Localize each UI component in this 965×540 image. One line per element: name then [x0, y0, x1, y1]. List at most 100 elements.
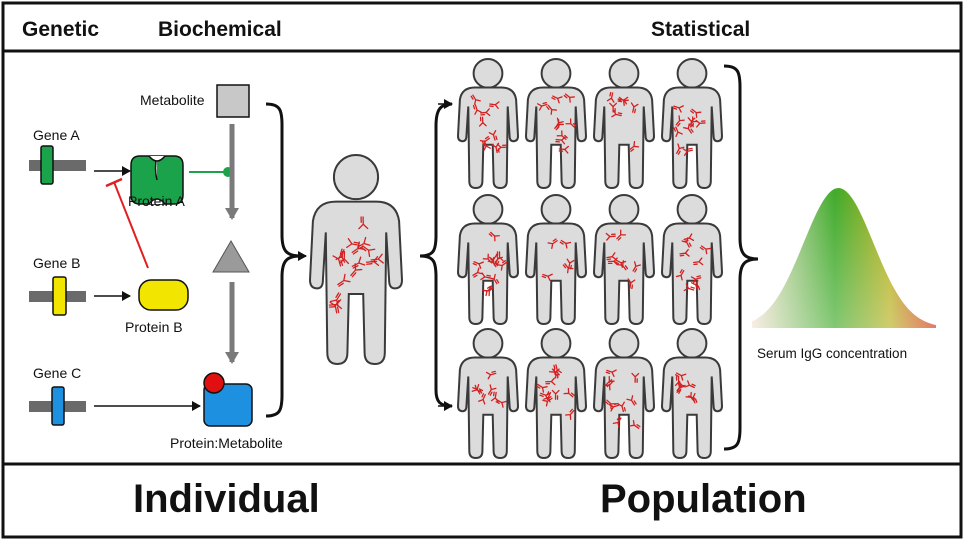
ligand-circle — [203, 372, 225, 394]
gene-a — [29, 145, 86, 185]
protein-metabolite-label: Protein:Metabolite — [170, 435, 283, 451]
person-head — [472, 58, 504, 89]
antibody-icon — [480, 272, 492, 281]
antibody-icon — [470, 94, 481, 105]
antibody-icon — [488, 130, 498, 141]
antibody-icon — [606, 91, 615, 103]
person-body — [592, 222, 656, 326]
person-head — [676, 58, 708, 89]
antibody-icon — [676, 143, 685, 155]
person-figure — [524, 328, 588, 460]
person-body — [308, 200, 404, 366]
biochem-brace — [265, 102, 301, 418]
antibody-icon — [609, 102, 618, 113]
footer-individual: Individual — [133, 477, 320, 521]
person-figure — [592, 58, 656, 190]
antibody-icon — [489, 101, 500, 110]
antibody-icon — [351, 256, 366, 269]
antibody-icon — [481, 140, 491, 151]
antibody-icon — [674, 372, 687, 381]
antibody-icon — [488, 255, 498, 266]
person-body — [660, 356, 724, 460]
antibody-icon — [545, 377, 556, 386]
person-head — [676, 194, 708, 225]
population-brace-right — [723, 64, 759, 451]
person-body — [456, 356, 520, 460]
antibody-icon — [488, 273, 500, 285]
antibody-icon — [472, 104, 482, 115]
antibody-icon — [626, 395, 637, 406]
person-body — [524, 222, 588, 326]
antibody-icon — [684, 380, 696, 389]
antibody-icon — [629, 419, 641, 429]
antibody-icon — [611, 109, 623, 118]
antibody-icon — [495, 251, 504, 262]
header-biochemical: Biochemical — [158, 18, 282, 41]
antibody-icon — [556, 130, 568, 140]
antibody-icon — [632, 261, 641, 273]
antibody-icon — [631, 372, 640, 383]
antibody-icon — [629, 141, 640, 152]
antibody-icon — [605, 376, 615, 388]
antibody-icon — [630, 102, 639, 114]
antibody-icon — [551, 368, 560, 379]
antibody-icon — [537, 101, 548, 111]
antibody-icon — [690, 275, 702, 284]
person-figure — [660, 58, 724, 190]
antibody-icon — [335, 248, 346, 263]
metabolite-triangle — [212, 240, 250, 273]
person-head — [472, 194, 504, 225]
antibody-icon — [482, 253, 494, 264]
antibody-icon — [605, 232, 616, 241]
antibody-icon — [604, 399, 617, 410]
antibody-icon — [488, 231, 500, 242]
antibody-icon — [683, 233, 695, 243]
person-figure — [592, 194, 656, 326]
person-head — [608, 328, 640, 359]
antibody-icon — [547, 238, 558, 249]
person-head — [332, 154, 380, 201]
metabolite-label: Metabolite — [140, 92, 205, 108]
antibody-icon — [608, 402, 620, 412]
antibody-icon — [617, 401, 626, 413]
antibody-icon — [683, 283, 695, 292]
antibody-icon — [546, 104, 558, 115]
antibody-icon — [690, 280, 701, 291]
antibody-icon — [542, 396, 553, 407]
person-head — [540, 328, 572, 359]
antibody-icon — [558, 145, 570, 154]
antibody-icon — [490, 391, 499, 403]
antibody-icon — [604, 379, 614, 391]
antibody-icon — [681, 237, 692, 248]
gene-c — [29, 386, 86, 426]
antibody-icon — [673, 126, 683, 138]
antibody-icon — [553, 364, 562, 375]
antibody-icon — [346, 238, 360, 249]
person-figure — [660, 328, 724, 460]
person-head — [676, 328, 708, 359]
population-brace — [419, 99, 453, 411]
antibody-icon — [536, 383, 548, 393]
antibody-icon — [690, 108, 702, 118]
person-figure — [660, 194, 724, 326]
distribution-curve — [752, 188, 936, 328]
person-figure — [592, 328, 656, 460]
header-statistical: Statistical — [651, 18, 750, 41]
footer-population: Population — [600, 477, 807, 521]
antibody-icon — [479, 136, 491, 147]
population-grid — [456, 58, 724, 460]
antibody-icon — [683, 123, 694, 134]
antibody-icon — [565, 118, 577, 129]
antibody-icon — [360, 245, 376, 258]
antibody-icon — [494, 253, 503, 266]
antibody-icon — [356, 236, 371, 250]
antibody-icon — [563, 93, 575, 103]
antibody-icon — [554, 119, 564, 131]
person-head — [540, 194, 572, 225]
person-figure — [456, 58, 520, 190]
gene-c-label: Gene C — [33, 365, 81, 381]
person-body — [592, 86, 656, 190]
